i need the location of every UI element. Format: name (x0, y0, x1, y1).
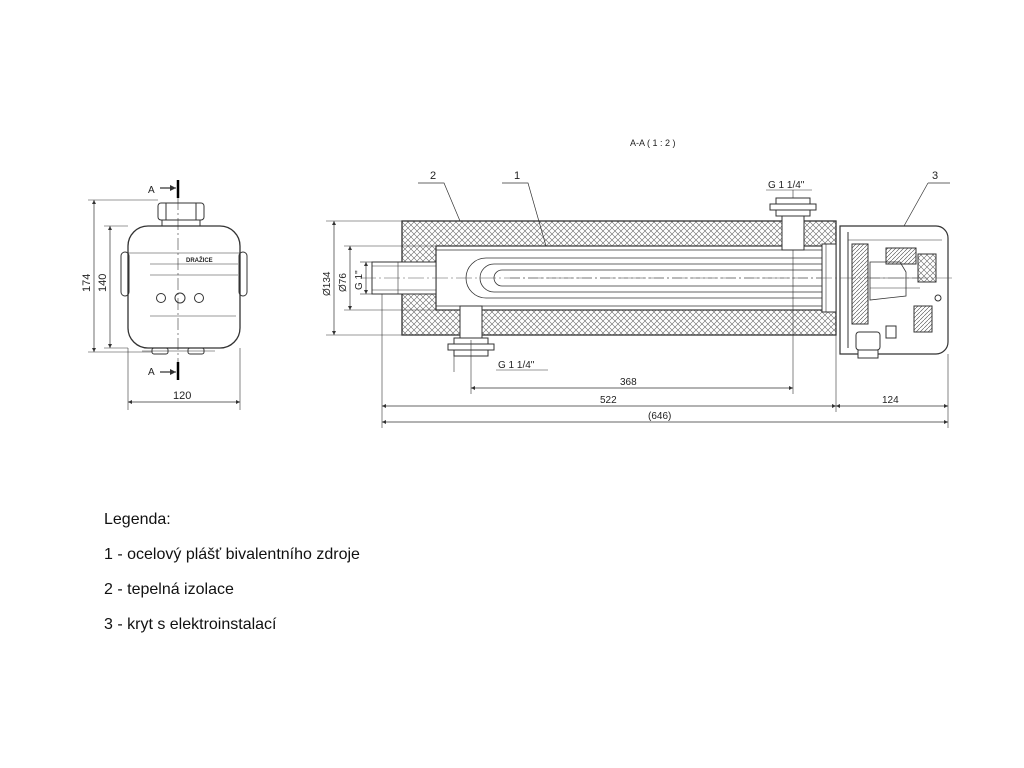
callout-2: 2 (430, 170, 436, 182)
dim-diameter-inner: Ø76 (338, 273, 349, 292)
dim-124: 124 (882, 395, 899, 406)
dim-total: (646) (648, 411, 671, 422)
dim-368: 368 (620, 377, 637, 388)
front-dim-height-inner: 140 (97, 274, 109, 292)
technical-drawing: A A DRAŽICE 120 174 140 A-A ( 1 : 2 ) (81, 138, 955, 428)
legend-item-2: 2 - tepelná izolace (104, 581, 234, 598)
section-view (326, 182, 955, 428)
thread-bottom-label: G 1 1/4" (498, 360, 535, 371)
brand-label: DRAŽICE (186, 256, 213, 264)
callout-1: 1 (514, 170, 520, 182)
section-marker-top: A (148, 185, 155, 196)
callout-3: 3 (932, 170, 938, 182)
dim-thread-inlet: G 1" (354, 270, 365, 290)
front-view (88, 180, 248, 410)
front-dim-width: 120 (173, 390, 191, 402)
legend: Legenda: 1 - ocelový plášť bivalentního … (104, 508, 360, 648)
legend-item-1: 1 - ocelový plášť bivalentního zdroje (104, 546, 360, 563)
legend-title: Legenda: (104, 511, 171, 528)
dim-diameter-outer: Ø134 (322, 271, 333, 296)
section-marker-bottom: A (148, 367, 155, 378)
thread-top-label: G 1 1/4" (768, 180, 805, 191)
front-dim-height-outer: 174 (81, 274, 93, 292)
section-title: A-A ( 1 : 2 ) (630, 138, 676, 148)
dim-522: 522 (600, 395, 617, 406)
legend-item-3: 3 - kryt s elektroinstalací (104, 616, 277, 633)
